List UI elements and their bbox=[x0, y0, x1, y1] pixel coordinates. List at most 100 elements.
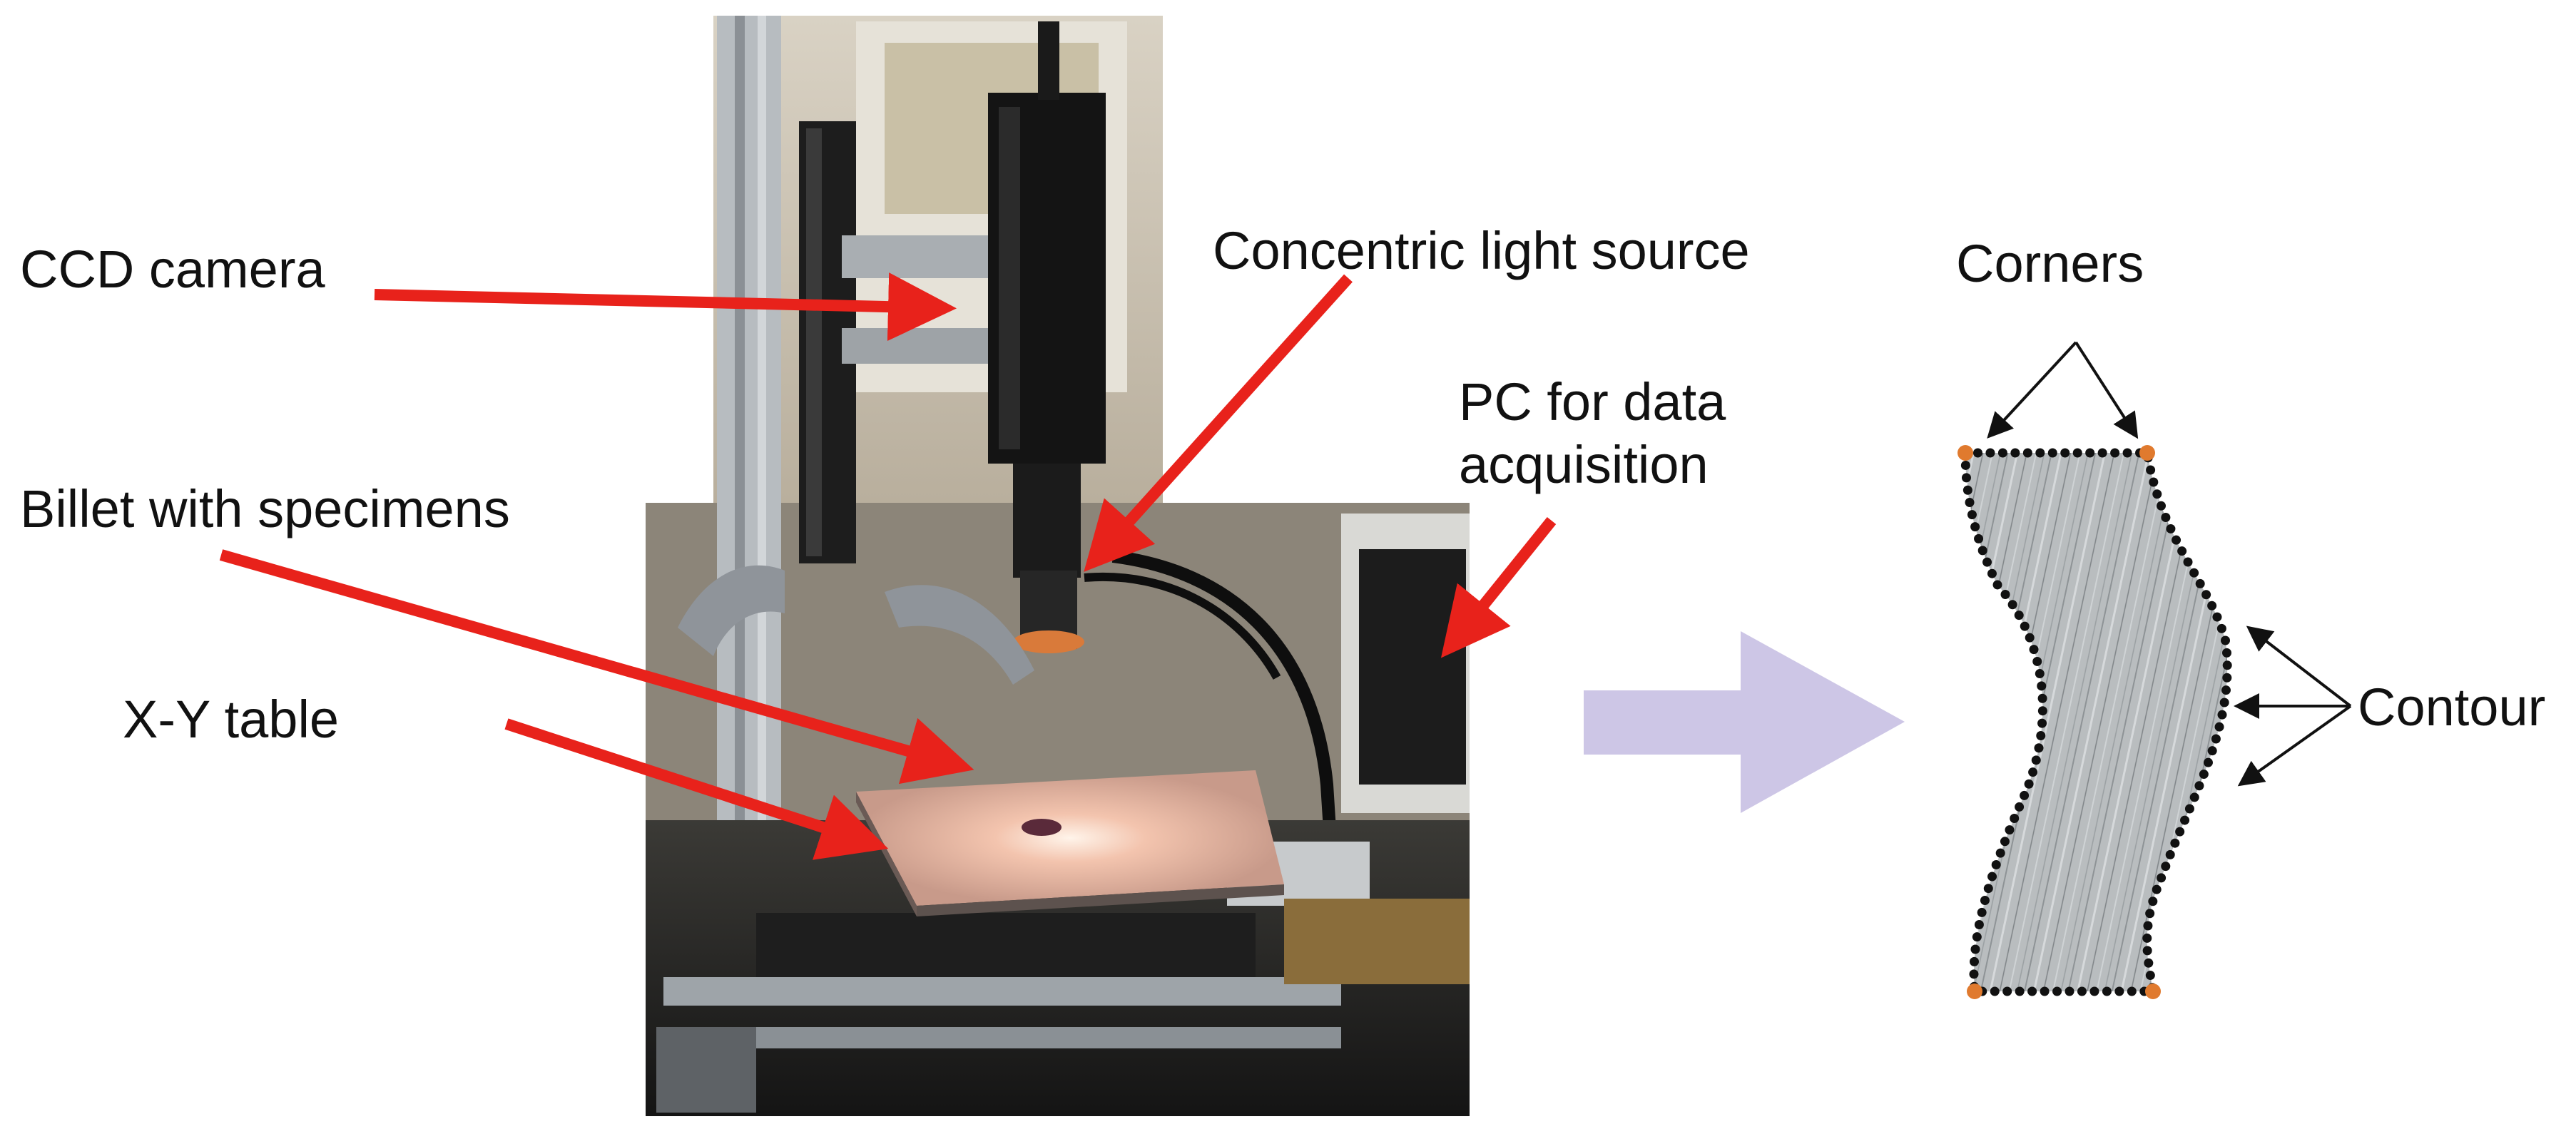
arrow-contour-1 bbox=[2246, 625, 2352, 707]
contour-dot bbox=[1970, 522, 1980, 532]
contour-dot bbox=[2110, 448, 2120, 458]
arrow-contour-3 bbox=[2237, 705, 2352, 787]
block-right-arrow-icon bbox=[1584, 631, 1905, 813]
contour-dot bbox=[2161, 862, 2171, 872]
contour-dot bbox=[2146, 465, 2156, 475]
contour-dot bbox=[2217, 710, 2227, 720]
contour-dot bbox=[2145, 971, 2155, 981]
contour-dot bbox=[1961, 473, 1971, 483]
contour-dot bbox=[2035, 448, 2045, 458]
contour-dot bbox=[2143, 921, 2153, 931]
contour-dot bbox=[2127, 986, 2137, 996]
contour-dot bbox=[2037, 693, 2047, 703]
contour-dot bbox=[2183, 557, 2193, 567]
contour-dot bbox=[1987, 568, 1997, 578]
contour-dot bbox=[2222, 673, 2232, 683]
bracket-left bbox=[678, 565, 785, 656]
arrow-light-source bbox=[1084, 274, 1353, 572]
contour-dot bbox=[1972, 448, 1982, 458]
contour-dot bbox=[2194, 781, 2204, 791]
corner-dot-top-right bbox=[2139, 445, 2155, 461]
contour-dot bbox=[1995, 848, 2005, 858]
contour-dot bbox=[2156, 501, 2166, 511]
arrow-pc bbox=[1440, 516, 1557, 658]
stepper-motor bbox=[656, 1027, 756, 1113]
contour-dot bbox=[1997, 448, 2007, 458]
camera-cable bbox=[1038, 21, 1059, 100]
contour-dot bbox=[2152, 884, 2162, 894]
contour-dot bbox=[2015, 802, 2025, 812]
contour-dot bbox=[1980, 895, 1990, 905]
contour-dot bbox=[2022, 448, 2032, 458]
contour-dot bbox=[2145, 909, 2155, 919]
wood-table bbox=[1284, 899, 1470, 984]
contour-dot bbox=[2035, 669, 2045, 679]
contour-dot bbox=[1983, 884, 1993, 894]
corner-dot-top-left bbox=[1958, 445, 1973, 461]
contour-dot bbox=[1969, 969, 1979, 979]
contour-dots bbox=[1960, 448, 2232, 996]
contour-dot bbox=[2201, 590, 2211, 600]
label-corners: Corners bbox=[1956, 234, 2144, 293]
contour-dot bbox=[2189, 568, 2199, 578]
callout-arrows bbox=[219, 272, 1557, 860]
label-xy-table: X-Y table bbox=[123, 690, 340, 749]
arrow-corner-left bbox=[1987, 341, 2077, 439]
contour-dot bbox=[2166, 523, 2176, 533]
billet-plate bbox=[856, 770, 1284, 906]
xy-stage-rail bbox=[663, 977, 1341, 1006]
contour-dot bbox=[2007, 600, 2017, 610]
contour-dot bbox=[1972, 932, 1982, 942]
camera-lens bbox=[1013, 464, 1081, 578]
contour-dot bbox=[2207, 601, 2217, 611]
contour-dot bbox=[2175, 827, 2185, 837]
contour-dot bbox=[2211, 734, 2221, 744]
contour-dot bbox=[2085, 448, 2095, 458]
label-pc-line2: acquisition bbox=[1459, 435, 1709, 494]
contour-dot bbox=[2122, 448, 2132, 458]
contour-dot bbox=[1987, 872, 1997, 882]
specimen-contour-diagram bbox=[1958, 341, 2352, 999]
contour-dot bbox=[2037, 706, 2047, 716]
contour-dot bbox=[2000, 837, 2010, 847]
label-ccd-camera: CCD camera bbox=[20, 240, 325, 299]
contour-dot bbox=[2065, 986, 2074, 996]
contour-dot bbox=[2025, 633, 2035, 643]
contour-dot bbox=[2020, 621, 2030, 631]
contour-dot bbox=[2203, 757, 2213, 767]
contour-dot bbox=[2077, 986, 2087, 996]
contour-dot bbox=[2114, 986, 2124, 996]
contour-dot bbox=[2000, 589, 2010, 599]
contour-dot bbox=[2149, 477, 2159, 487]
contour-dot bbox=[2195, 578, 2205, 588]
contour-dot bbox=[2161, 512, 2171, 522]
contour-dot bbox=[2177, 546, 2187, 556]
contour-dot bbox=[1965, 498, 1975, 508]
contour-dot bbox=[2036, 731, 2046, 741]
contour-dot bbox=[2052, 986, 2062, 996]
arrow-ccd-camera bbox=[374, 272, 957, 342]
contour-dot bbox=[1992, 580, 2002, 590]
corner-dot-bottom-right bbox=[2145, 984, 2161, 999]
contour-dot bbox=[2221, 648, 2231, 658]
contour-dot bbox=[2152, 489, 2162, 499]
contour-dot bbox=[2020, 790, 2030, 800]
contour-dot bbox=[2028, 767, 2038, 777]
contour-dot bbox=[1970, 944, 1980, 954]
label-billet: Billet with specimens bbox=[20, 479, 510, 538]
contour-dot bbox=[2170, 838, 2180, 848]
contour-dot bbox=[2047, 448, 2057, 458]
contour-dot bbox=[2180, 815, 2190, 825]
contour-dot bbox=[2040, 986, 2050, 996]
contour-dot bbox=[2219, 698, 2229, 707]
contour-dot bbox=[2142, 933, 2152, 943]
contour-dot bbox=[2015, 986, 2025, 996]
label-contour: Contour bbox=[2358, 678, 2546, 737]
contour-dot bbox=[1977, 546, 1987, 556]
contour-dot bbox=[2189, 792, 2199, 802]
contour-dot bbox=[2002, 986, 2012, 996]
contour-dot bbox=[1974, 919, 1984, 929]
contour-dot bbox=[1991, 860, 2001, 870]
contour-dot bbox=[2102, 986, 2112, 996]
